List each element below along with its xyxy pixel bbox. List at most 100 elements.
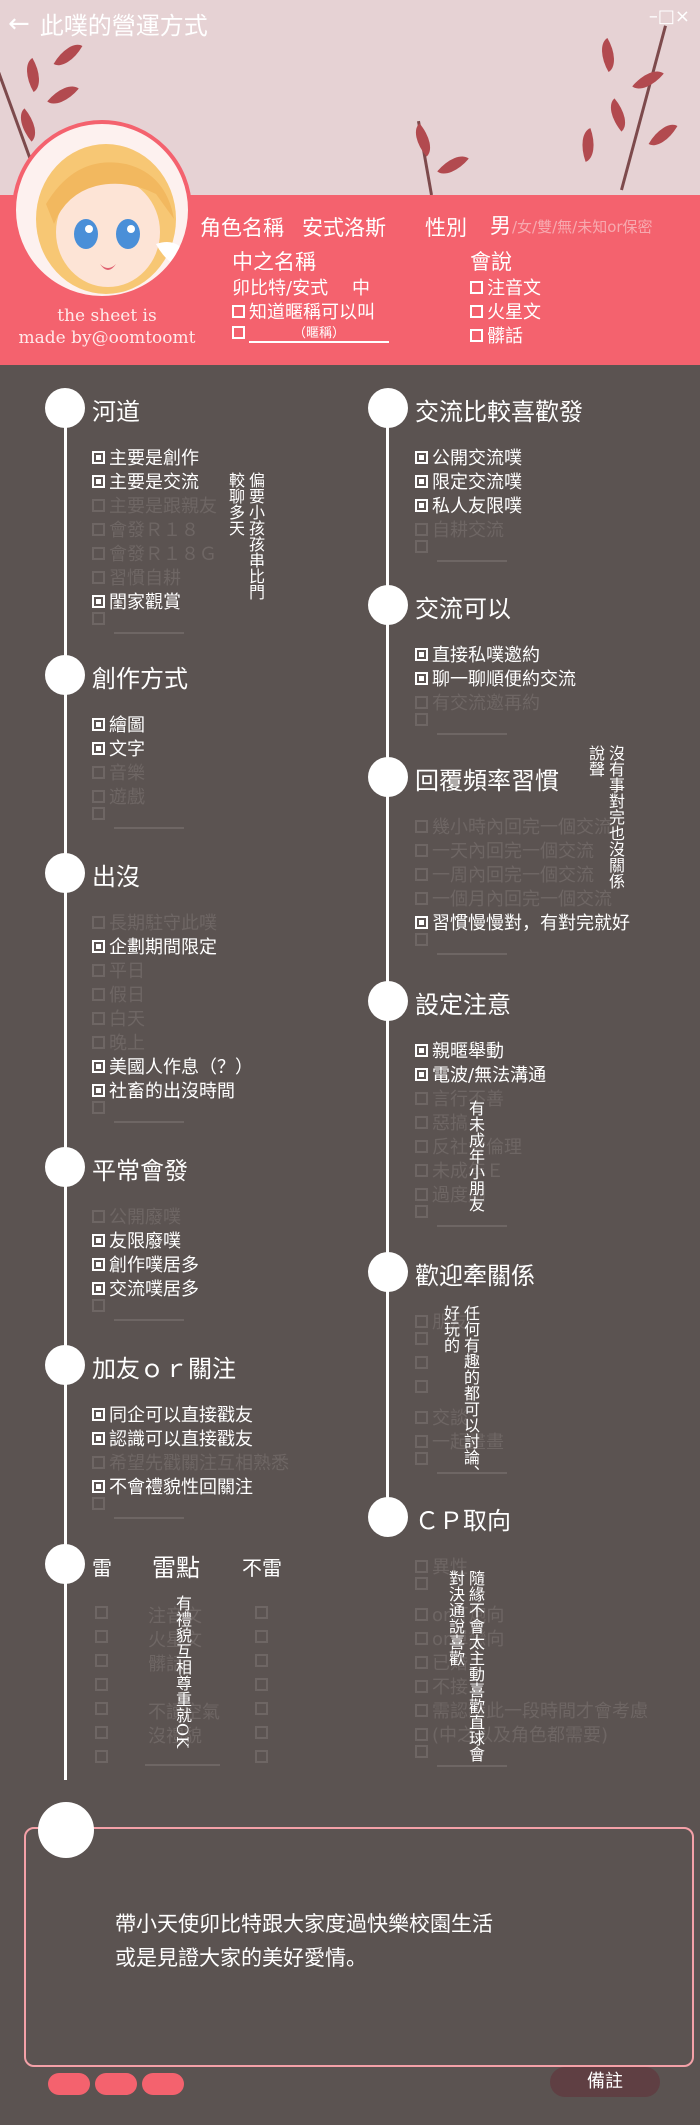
river-option[interactable]: 會發Ｒ１８ <box>92 516 199 542</box>
setting-option[interactable]: 電波/無法溝通 <box>415 1061 546 1087</box>
welcome-option[interactable]: 一起畫畫 <box>415 1428 504 1454</box>
canex-option[interactable]: 直接私噗邀約 <box>415 641 540 667</box>
setting-option[interactable]: 未成年Ｅ <box>415 1157 504 1183</box>
welcome-blank-option[interactable] <box>415 1452 428 1465</box>
checkbox-icon[interactable] <box>95 1702 108 1715</box>
reply-option[interactable]: 一周內回完一個交流 <box>415 861 594 887</box>
cp-option[interactable]: (中之以及角色都需要) <box>415 1721 608 1747</box>
create-blank-option[interactable] <box>92 807 105 820</box>
friend-option[interactable]: 認識可以直接戳友 <box>92 1425 253 1451</box>
checkbox-icon[interactable] <box>95 1678 108 1691</box>
checkbox-icon[interactable] <box>95 1750 108 1763</box>
page-pill[interactable] <box>95 2073 137 2095</box>
appear-title: 出沒 <box>92 863 140 891</box>
cp-blank-option[interactable] <box>415 1745 428 1758</box>
exchange-blank-option[interactable] <box>415 540 428 553</box>
appear-option[interactable]: 晚上 <box>92 1029 145 1055</box>
usual-option[interactable]: 創作噗居多 <box>92 1251 199 1277</box>
setting-option[interactable]: 反社會倫理 <box>415 1133 522 1159</box>
checkbox-icon[interactable] <box>255 1606 268 1619</box>
river-option[interactable]: 主要是創作 <box>92 444 199 470</box>
river-option[interactable]: 主要是交流 <box>92 468 199 494</box>
exchange-option[interactable]: 自耕交流 <box>415 516 504 542</box>
window-controls[interactable]: –□× <box>648 6 690 27</box>
appear-option[interactable]: 社畜的出沒時間 <box>92 1077 235 1103</box>
lang-option[interactable]: 火星文 <box>470 298 541 324</box>
appear-option[interactable]: 平日 <box>92 957 145 983</box>
setting-option[interactable]: 言行不善 <box>415 1085 504 1111</box>
lang-option[interactable]: 髒話 <box>470 322 523 348</box>
welcome-option[interactable] <box>415 1380 432 1393</box>
cp-option[interactable]: or單戀向 <box>415 1625 504 1651</box>
river-option[interactable]: 習慣自耕 <box>92 564 181 590</box>
checkbox-icon[interactable] <box>95 1726 108 1739</box>
page-pill[interactable] <box>142 2073 184 2095</box>
checkbox-icon[interactable] <box>255 1654 268 1667</box>
appear-option[interactable]: 白天 <box>92 1005 145 1031</box>
appear-option[interactable]: 美國人作息（？） <box>92 1053 253 1079</box>
exchange-option[interactable]: 私人友限噗 <box>415 492 522 518</box>
reply-option[interactable]: 習慣慢慢對，有對完就好 <box>415 909 630 935</box>
reply-option[interactable]: 幾小時內回完一個交流 <box>415 813 612 839</box>
create-option[interactable]: 繪圖 <box>92 711 145 737</box>
checkbox-icon[interactable] <box>95 1630 108 1643</box>
canex-option[interactable]: 有交流邀再約 <box>415 689 540 715</box>
checkbox-icon[interactable] <box>255 1702 268 1715</box>
cp-option[interactable]: 不接 <box>415 1673 468 1699</box>
river-option[interactable]: 會發Ｒ１８Ｇ <box>92 540 217 566</box>
welcome-option[interactable] <box>415 1356 432 1369</box>
nickname-custom[interactable]: （暱稱） <box>232 322 389 343</box>
checkbox-icon[interactable] <box>255 1630 268 1643</box>
friend-blank-option[interactable] <box>92 1497 105 1510</box>
welcome-option[interactable]: 朋友 <box>415 1308 468 1334</box>
usual-blank-option[interactable] <box>92 1299 105 1312</box>
appear-blank-option[interactable] <box>92 1101 105 1114</box>
checkbox-icon <box>92 789 105 803</box>
friend-option[interactable]: 同企可以直接戳友 <box>92 1401 253 1427</box>
checkbox-icon <box>92 1233 105 1247</box>
page-pill[interactable] <box>48 2073 90 2095</box>
appear-option[interactable]: 假日 <box>92 981 145 1007</box>
setting-blank-option[interactable] <box>415 1205 428 1218</box>
welcome-option[interactable] <box>415 1332 432 1345</box>
cp-option[interactable]: 需認識此一段時間才會考慮 <box>415 1697 648 1723</box>
cp-option[interactable]: 異性 <box>415 1553 468 1579</box>
reply-option[interactable]: 一天內回完一個交流 <box>415 837 594 863</box>
cp-option[interactable]: or打炮向 <box>415 1601 504 1627</box>
exchange-option[interactable]: 限定交流噗 <box>415 468 522 494</box>
appear-option[interactable]: 企劃期間限定 <box>92 933 217 959</box>
option-label: 異性 <box>432 1557 468 1578</box>
setting-option[interactable]: 過度劇 <box>415 1181 486 1207</box>
cp-option[interactable] <box>415 1577 432 1590</box>
exchange-option[interactable]: 公開交流噗 <box>415 444 522 470</box>
appear-option[interactable]: 長期駐守此噗 <box>92 909 217 935</box>
usual-option[interactable]: 公開廢噗 <box>92 1203 181 1229</box>
river-option[interactable]: 主要是跟親友 <box>92 492 217 518</box>
river-blank-option[interactable] <box>92 612 105 625</box>
cp-option[interactable]: 已婚 <box>415 1649 468 1675</box>
lang-option[interactable]: 注音文 <box>470 274 541 300</box>
friend-option[interactable]: 希望先戳關注互相熟悉 <box>92 1449 289 1475</box>
checkbox-icon[interactable] <box>95 1606 108 1619</box>
setting-option[interactable]: 惡搞 <box>415 1109 468 1135</box>
usual-option[interactable]: 友限廢噗 <box>92 1227 181 1253</box>
nickname-option[interactable]: 知道暱稱可以叫 <box>232 298 375 324</box>
reply-blank-option[interactable] <box>415 933 428 946</box>
remark-button[interactable]: 備註 <box>550 2067 660 2097</box>
create-option[interactable]: 音樂 <box>92 759 145 785</box>
checkbox-icon[interactable] <box>255 1750 268 1763</box>
canex-blank-option[interactable] <box>415 713 428 726</box>
friend-option[interactable]: 不會禮貌性回關注 <box>92 1473 253 1499</box>
back-arrow-icon[interactable]: ← <box>8 8 30 39</box>
create-option[interactable]: 遊戲 <box>92 783 145 809</box>
checkbox-icon[interactable] <box>255 1678 268 1691</box>
usual-option[interactable]: 交流噗居多 <box>92 1275 199 1301</box>
river-option[interactable]: 閨家觀賞 <box>92 588 181 614</box>
checkbox-icon[interactable] <box>95 1654 108 1667</box>
setting-option[interactable]: 親暱舉動 <box>415 1037 504 1063</box>
canex-option[interactable]: 聊一聊順便約交流 <box>415 665 576 691</box>
reply-option[interactable]: 一個月內回完一個交流 <box>415 885 612 911</box>
create-option[interactable]: 文字 <box>92 735 145 761</box>
welcome-option[interactable]: 交談 <box>415 1404 468 1430</box>
checkbox-icon[interactable] <box>255 1726 268 1739</box>
